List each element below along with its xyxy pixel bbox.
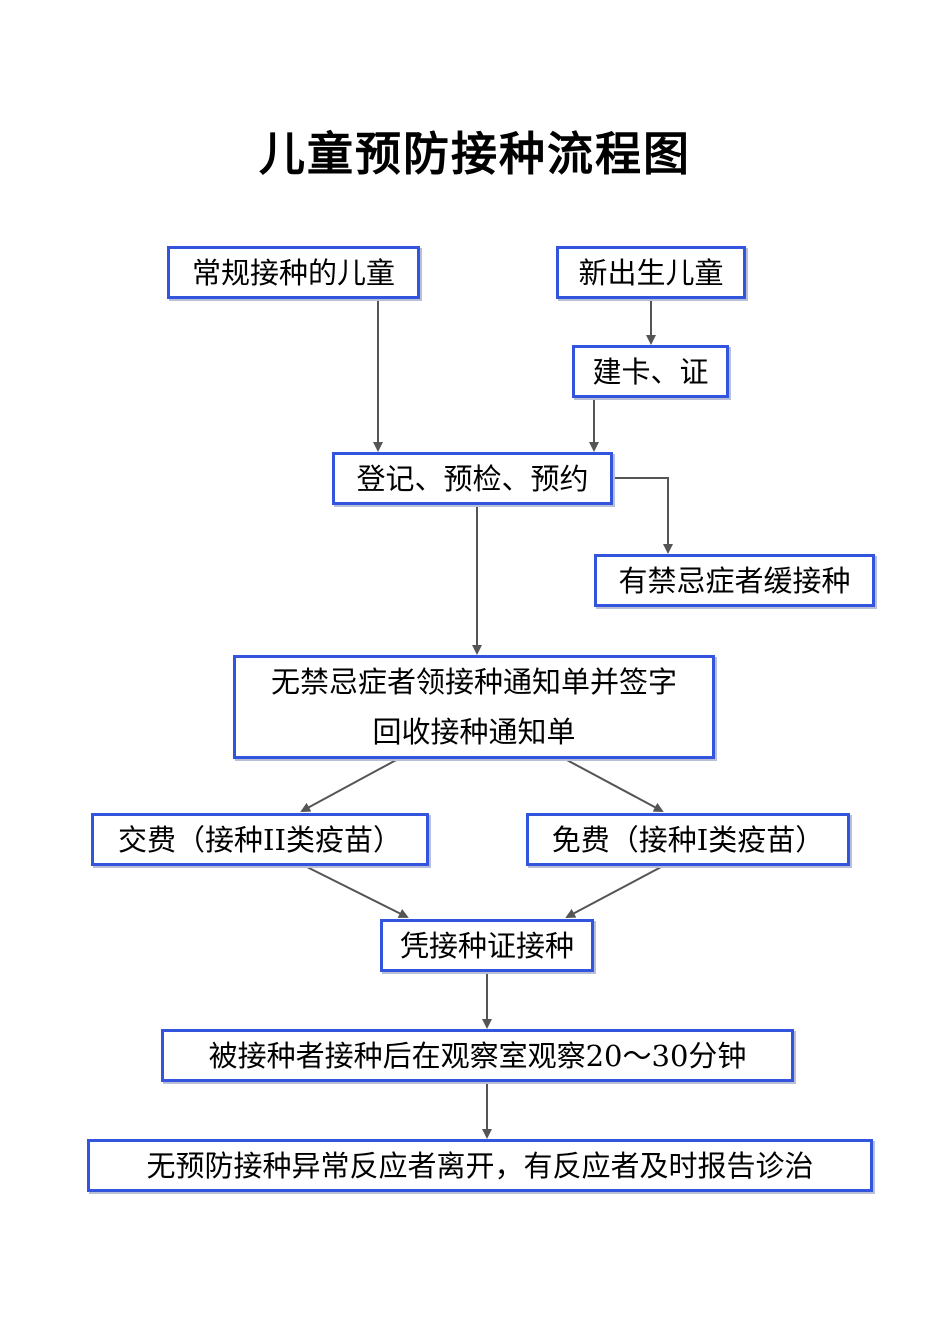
node-create-card-label: 建卡、证 [592,354,709,389]
node-notice-slip-line1: 无禁忌症者领接种通知单并签字 [270,665,677,699]
node-observe: 被接种者接种后在观察室观察20～30分钟 [161,1029,794,1082]
arrow-free-to-vaccinate [565,865,664,918]
node-leave-or-report-label: 无预防接种异常反应者离开，有反应者及时报告诊治 [146,1148,814,1183]
node-register-check-appoint-label: 登记、预检、预约 [356,461,589,496]
node-newborn-children: 新出生儿童 [556,246,746,299]
node-routine-children-label: 常规接种的儿童 [191,255,395,290]
node-leave-or-report: 无预防接种异常反应者离开，有反应者及时报告诊治 [87,1139,873,1192]
node-contraindication-delay: 有禁忌症者缓接种 [594,554,875,607]
arrow-paid-to-vaccinate [304,865,409,918]
node-paid-vaccine-label: 交费（接种II类疫苗） [118,822,402,857]
diagram-title: 儿童预防接种流程图 [259,127,691,181]
arrow-notice-to-paid [300,758,399,812]
node-free-vaccine: 免费（接种I类疫苗） [526,813,850,866]
node-create-card: 建卡、证 [572,345,729,398]
node-notice-slip: 无禁忌症者领接种通知单并签字 回收接种通知单 [233,655,715,759]
node-vaccinate-with-cert: 凭接种证接种 [380,919,594,972]
node-newborn-children-label: 新出生儿童 [578,255,724,290]
arrow-notice-to-free [564,758,664,812]
node-notice-slip-line2: 回收接种通知单 [372,715,576,749]
node-paid-vaccine: 交费（接种II类疫苗） [91,813,429,866]
node-register-check-appoint: 登记、预检、预约 [332,452,613,505]
node-contraindication-delay-label: 有禁忌症者缓接种 [618,563,851,598]
node-routine-children: 常规接种的儿童 [167,246,420,299]
arrow-register-to-delay [613,477,673,554]
node-vaccinate-with-cert-label: 凭接种证接种 [399,928,574,963]
node-free-vaccine-label: 免费（接种I类疫苗） [551,822,825,857]
node-observe-label: 被接种者接种后在观察室观察20～30分钟 [208,1038,747,1073]
